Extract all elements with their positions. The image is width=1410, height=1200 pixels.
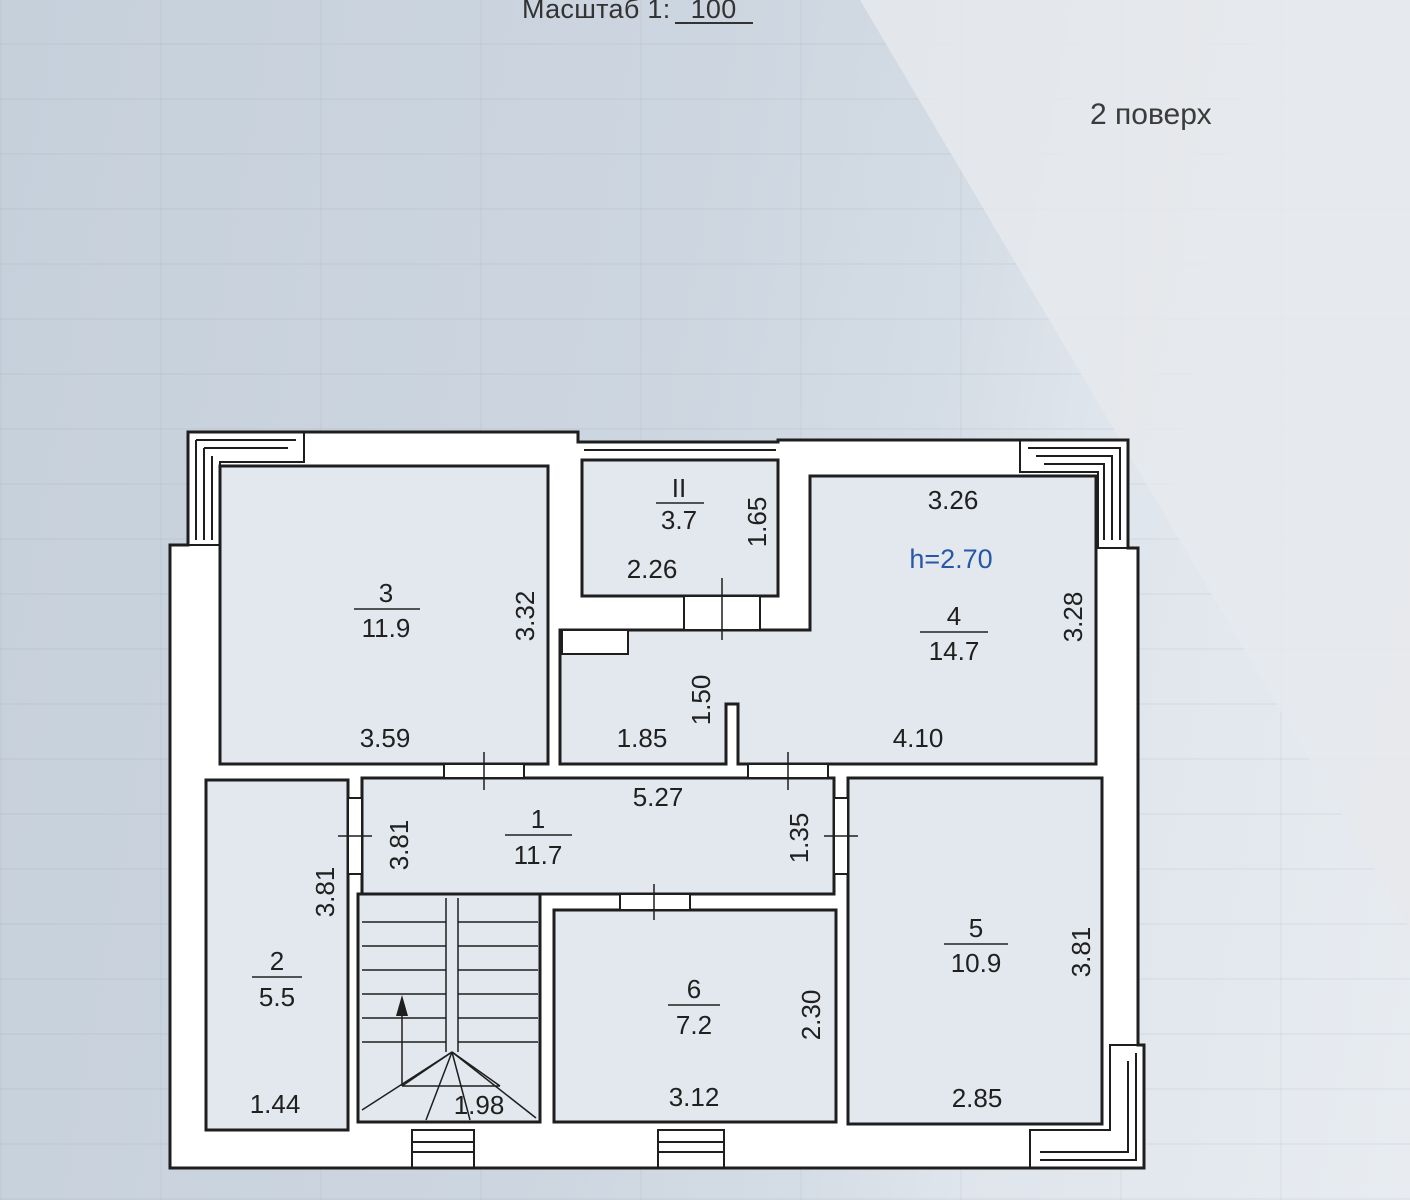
dim-r4-width-top: 3.26	[928, 485, 979, 515]
room-2-number: 2	[270, 946, 284, 976]
window-se	[1029, 1044, 1145, 1169]
dim-r5-width: 2.85	[952, 1083, 1003, 1113]
staircase	[361, 898, 538, 1121]
closet-box	[561, 629, 629, 655]
dim-r1-height: 3.81	[384, 820, 414, 871]
room-4-number: 4	[947, 601, 961, 631]
room-6-number: 6	[687, 974, 701, 1004]
dim-r4-width-bottom: 4.10	[893, 723, 944, 753]
dim-rII-width: 2.26	[627, 554, 678, 584]
room-3-number: 3	[379, 578, 393, 608]
room-3	[218, 464, 550, 766]
floor-label: 2 поверх	[1090, 98, 1212, 131]
room-6	[552, 908, 838, 1124]
dim-stair-width: 1.98	[454, 1090, 505, 1120]
room-II	[580, 458, 780, 598]
dim-r1-door-height: 1.35	[784, 813, 814, 864]
dim-r3-height: 3.32	[510, 591, 540, 642]
dim-r6-height: 2.30	[796, 990, 826, 1041]
room-1-number: 1	[531, 804, 545, 834]
dim-hall-width: 1.85	[617, 723, 668, 753]
dim-r1-width: 5.27	[633, 782, 684, 812]
room-4-area: 14.7	[929, 636, 980, 666]
room-II-number: II	[672, 473, 686, 503]
room-3-area: 11.9	[362, 613, 411, 643]
room-6-area: 7.2	[676, 1010, 712, 1040]
room-5-area: 10.9	[951, 948, 1002, 978]
room-5	[846, 776, 1104, 1126]
room-2	[204, 778, 350, 1132]
room-2-area: 5.5	[259, 982, 295, 1012]
room-5-number: 5	[969, 913, 983, 943]
room-1	[360, 776, 836, 896]
room-4-and-hall	[558, 474, 1098, 766]
stair	[356, 892, 542, 1124]
room-II-area: 3.7	[661, 505, 697, 535]
window-n	[584, 441, 776, 451]
scale-value: 100	[674, 0, 753, 24]
dim-r3-width: 3.59	[360, 723, 411, 753]
dim-r4-height: 3.28	[1058, 592, 1088, 643]
room-1-area: 11.7	[514, 840, 563, 870]
dim-r5-height: 3.81	[1066, 927, 1096, 978]
dim-r6-width: 3.12	[669, 1082, 720, 1112]
window-s1	[411, 1129, 475, 1169]
dim-r2-width: 1.44	[250, 1089, 301, 1119]
ceiling-height-note: h=2.70	[909, 544, 992, 574]
dim-hall-depth: 1.50	[686, 675, 716, 726]
dim-r2-height: 3.81	[310, 867, 340, 918]
scale-label: Масштаб 1:100	[522, 0, 753, 25]
window-nw	[187, 431, 305, 546]
door-1-6	[619, 893, 691, 911]
window-ne	[1019, 439, 1129, 549]
window-s2	[657, 1129, 725, 1169]
stair-arrow-icon	[396, 995, 408, 1016]
dim-rII-height: 1.65	[742, 497, 772, 548]
scale-prefix: Масштаб 1:	[522, 0, 671, 24]
